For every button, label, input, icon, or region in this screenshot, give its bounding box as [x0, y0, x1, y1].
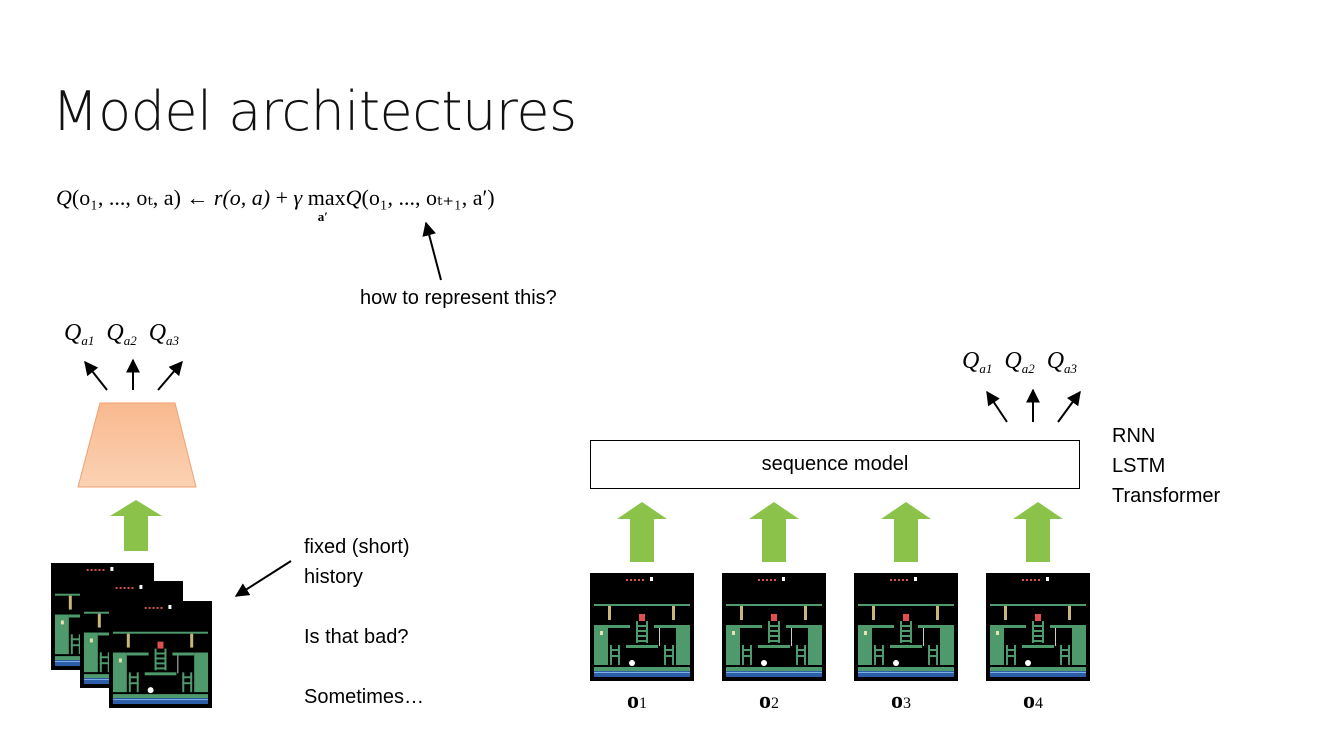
left-q-a2: Qa2 — [106, 320, 137, 348]
seq-input-green-arrow-4 — [1013, 502, 1063, 562]
right-q-a2: Qa2 — [1004, 348, 1035, 376]
eq-reward: r(o, a) — [213, 185, 271, 210]
eq-lhs-q: Q — [56, 185, 72, 210]
seq-input-green-arrow-3 — [881, 502, 931, 562]
left-q-a3: Qa3 — [148, 320, 180, 348]
eq-max-word: max — [307, 185, 346, 210]
sequence-model-label: sequence model — [761, 453, 909, 475]
model-type-lstm: LSTM — [1112, 455, 1166, 477]
right-q-outputs: Qa1 Qa2 Qa3 — [962, 348, 1077, 377]
seq-input-green-arrow-1 — [617, 502, 667, 562]
left-q-a1: Qa1 — [64, 320, 95, 348]
left-q-outputs: Qa1 Qa2 Qa3 — [64, 320, 179, 349]
seq-input-green-arrow-2 — [749, 502, 799, 562]
bellman-equation: Q(o₁, ..., oₜ, a) ← r(o, a) + γ max a′ Q… — [56, 185, 495, 224]
answer-note: Sometimes… — [304, 686, 425, 708]
eq-rhs-args: (o₁, ..., oₜ₊₁, a′) — [361, 185, 495, 210]
annotation-text: how to represent this? — [360, 287, 557, 309]
right-q-a1: Qa1 — [962, 348, 993, 376]
sequence-model-box: sequence model — [590, 440, 1080, 489]
right-output-arrow-3 — [1057, 390, 1081, 423]
observation-frame-4 — [986, 573, 1090, 681]
question-note: Is that bad? — [304, 626, 409, 648]
page-title: Model architectures — [52, 80, 577, 143]
left-output-arrow-1 — [84, 360, 108, 391]
feedforward-network-trapezoid — [77, 402, 197, 488]
history-note-line2: history — [304, 566, 363, 588]
left-output-arrow-3 — [157, 360, 183, 391]
annotation-pointer-arrow — [422, 221, 442, 281]
eq-max-sub: a′ — [317, 209, 328, 224]
eq-plus: + — [275, 185, 289, 210]
obs-label-2: o2 — [759, 688, 779, 714]
eq-lhs-args: (o₁, ..., oₜ, a) — [71, 185, 181, 210]
history-frame-3 — [109, 601, 212, 708]
history-note-line1: fixed (short) — [304, 536, 410, 558]
obs-label-1: o1 — [627, 688, 647, 714]
obs-label-3: o3 — [891, 688, 911, 714]
observation-frame-3 — [854, 573, 958, 681]
observation-frame-2 — [722, 573, 826, 681]
eq-arrow: ← — [186, 185, 209, 210]
model-type-rnn: RNN — [1112, 425, 1156, 447]
eq-gamma: γ — [293, 185, 303, 210]
eq-max: max a′ — [307, 185, 346, 224]
right-output-arrow-1 — [986, 390, 1008, 423]
obs-label-4: o4 — [1023, 688, 1043, 714]
observation-frame-1 — [590, 573, 694, 681]
eq-rhs-q: Q — [345, 185, 362, 210]
left-input-green-arrow — [110, 500, 162, 551]
right-q-a3: Qa3 — [1046, 348, 1078, 376]
model-type-transformer: Transformer — [1112, 485, 1221, 507]
history-pointer-arrow — [234, 560, 292, 597]
